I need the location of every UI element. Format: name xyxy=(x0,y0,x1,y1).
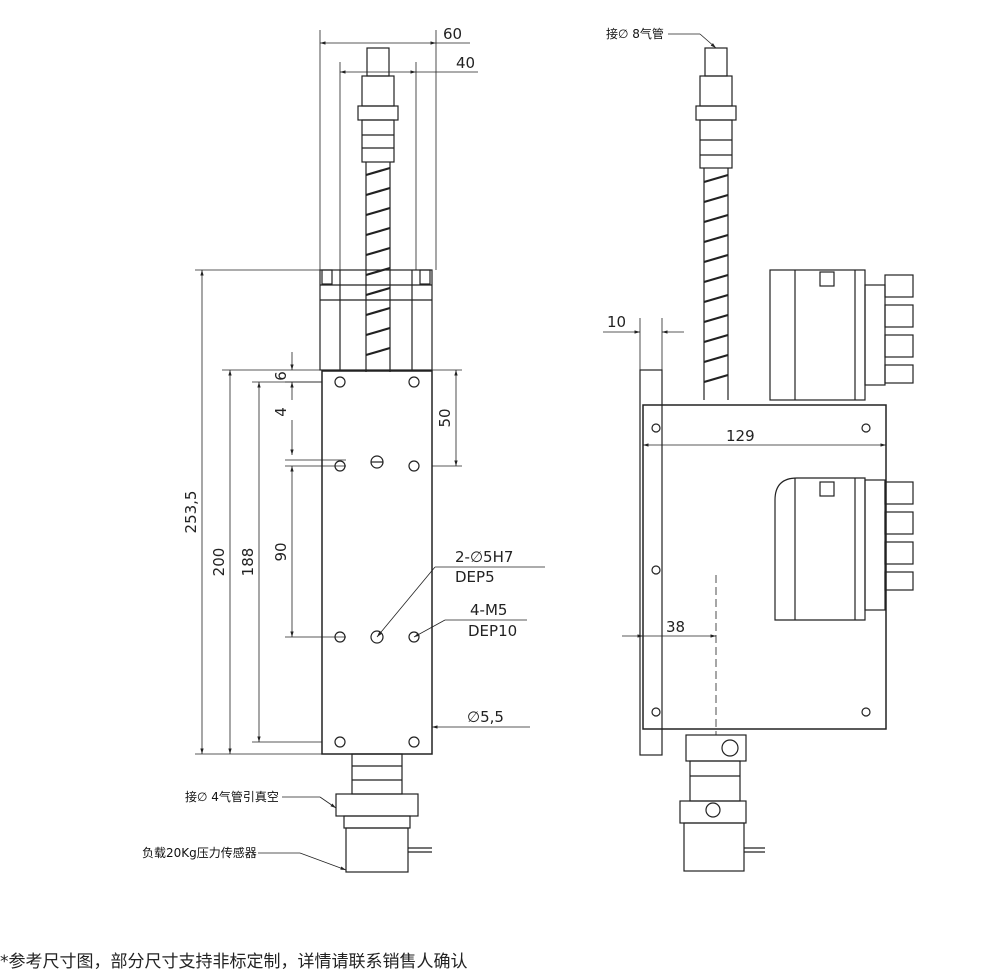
dim-188: 188 xyxy=(239,548,257,577)
dim-50: 50 xyxy=(436,408,454,427)
callout-thread: 4-M5 xyxy=(470,601,507,619)
left-air-fitting xyxy=(357,47,399,163)
left-bottom-assembly xyxy=(335,753,432,873)
callout-dowel-depth: DEP5 xyxy=(455,568,495,586)
right-main-body xyxy=(639,369,914,756)
left-main-plate xyxy=(321,370,433,755)
callout-dowel: 2-∅5H7 xyxy=(455,548,513,566)
right-air-fitting xyxy=(695,47,737,169)
callout-hole: ∅5,5 xyxy=(467,708,504,726)
callout-air-pipe: 接∅ 8气管 xyxy=(606,26,664,41)
right-bottom-assembly xyxy=(679,734,765,872)
dim-129: 129 xyxy=(726,427,755,445)
right-spiral-cable xyxy=(703,168,729,400)
callout-vacuum: 接∅ 4气管引真空 xyxy=(185,789,279,804)
callout-thread-depth: DEP10 xyxy=(468,622,517,640)
left-view xyxy=(195,30,545,873)
dim-10: 10 xyxy=(607,313,626,331)
right-top-motor xyxy=(769,269,914,401)
dim-40: 40 xyxy=(456,54,475,72)
dim-200: 200 xyxy=(210,548,228,577)
dim-4: 4 xyxy=(272,407,290,417)
dim-90: 90 xyxy=(272,542,290,561)
right-view xyxy=(603,33,914,872)
footer-note: *参考尺寸图，部分尺寸支持非标定制，详情请联系销售人确认 xyxy=(0,952,468,972)
left-spiral-cable xyxy=(365,162,391,372)
dim-60: 60 xyxy=(443,25,462,43)
left-guide-block xyxy=(319,269,433,371)
dim-38: 38 xyxy=(666,618,685,636)
callout-sensor: 负载20Kg压力传感器 xyxy=(142,845,257,860)
dim-253-5: 253,5 xyxy=(182,491,200,534)
dim-6: 6 xyxy=(272,371,290,381)
